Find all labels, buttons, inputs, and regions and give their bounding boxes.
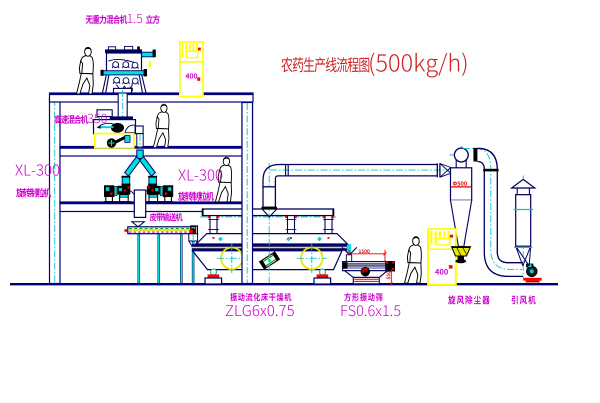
dryer-crosshair-right xyxy=(297,243,327,274)
belt-conveyor xyxy=(124,225,199,284)
cyclone-dust-bin xyxy=(450,246,472,264)
sieve-height-dim-text xyxy=(386,271,391,280)
gravity-free-mixer xyxy=(100,45,156,119)
cyclone-diameter-dim-text xyxy=(452,181,467,186)
label-high-speed-mixer xyxy=(54,113,107,124)
label-sieve-name xyxy=(344,292,383,302)
person-roof xyxy=(75,46,94,95)
dryer-foot-right xyxy=(313,268,332,285)
label-granulator-right-model xyxy=(178,169,223,181)
induced-draft-fan xyxy=(523,263,542,283)
y-splitter-pipe xyxy=(121,133,158,187)
page-title-capacity xyxy=(370,52,467,78)
label-gravity-mixer xyxy=(85,13,160,24)
dryer-hood xyxy=(194,233,349,245)
cabinet1-panel-label xyxy=(185,73,198,79)
label-fan-name xyxy=(511,295,536,305)
granulator-discharge-duct xyxy=(130,189,147,228)
high-speed-mixer xyxy=(92,109,144,149)
fluid-bed-dryer xyxy=(188,208,358,285)
sieve-width-dim-text xyxy=(358,249,370,254)
label-granulator-left-name xyxy=(16,187,52,198)
label-belt-conveyor xyxy=(149,212,183,222)
exhaust-stack xyxy=(509,175,537,278)
label-granulator-right-name xyxy=(178,191,214,201)
label-dryer-name xyxy=(230,292,292,302)
label-cyclone-name xyxy=(448,295,490,305)
dryer-foot-left xyxy=(204,268,223,285)
vibrating-sieve xyxy=(342,249,395,286)
label-dryer-model xyxy=(225,304,294,317)
granulator-left xyxy=(103,184,137,203)
dryer-spring-posts xyxy=(207,215,335,235)
person-floor2 xyxy=(152,103,170,149)
dryer-exhaust-duct xyxy=(261,163,452,283)
label-granulator-left-model xyxy=(15,164,60,176)
sieve-dimension-height xyxy=(389,268,394,286)
building-column-right-front xyxy=(241,101,254,285)
person-ground xyxy=(403,236,422,284)
page-title-zh xyxy=(281,57,370,73)
label-sieve-model xyxy=(341,305,401,317)
cyclone-outlet-pipe xyxy=(463,147,523,278)
control-cabinet-ground xyxy=(426,227,457,286)
cabinet2-panel-label xyxy=(435,268,448,275)
control-cabinet-roof xyxy=(178,41,204,98)
conveyor-legs xyxy=(137,233,195,284)
